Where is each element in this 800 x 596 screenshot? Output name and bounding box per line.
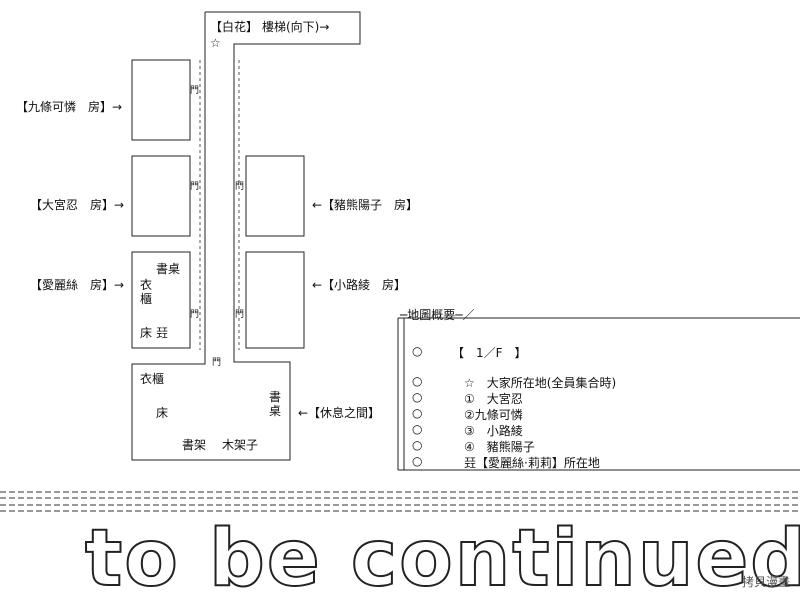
door-lounge: 門 — [212, 358, 222, 368]
doll-stand: 木架子 — [222, 438, 259, 452]
room-alice — [131, 251, 191, 349]
bed-lounge: 床 — [156, 406, 169, 420]
desk-alice: 書桌 — [156, 262, 181, 276]
legend-item-4: ③ 小路綾 — [464, 424, 523, 438]
legend-floor: 【 1／F 】 — [452, 346, 527, 360]
watermark: 拷貝漫畫 — [741, 575, 790, 589]
alice-icon: 㠭 — [156, 326, 169, 340]
room-label-oomiya: 【大宮忍 房】→ — [30, 198, 125, 212]
room-kujou — [131, 59, 191, 141]
room-label-lounge: ←【休息之間】 — [298, 406, 381, 420]
wardrobe-alice: 衣櫃 — [139, 278, 152, 306]
wardrobe-lounge: 衣櫃 — [140, 372, 165, 386]
banner-text: to be continued..? — [85, 514, 800, 596]
door-oomiya: 門 — [190, 182, 200, 192]
room-oomiya — [131, 155, 191, 237]
room-label-kujou: 【九條可憐 房】→ — [16, 100, 123, 114]
door-kujou: 門 — [190, 86, 200, 96]
legend-circle: ○ — [412, 438, 423, 452]
door-inokuma: 門 — [235, 182, 245, 192]
star-icon: ☆ — [210, 36, 221, 50]
room-label-inokuma: ←【豬熊陽子 房】 — [312, 198, 419, 212]
door-komichi: 門 — [235, 310, 245, 320]
desk-lounge: 書桌 — [268, 390, 281, 418]
legend-circle: ○ — [412, 454, 423, 468]
stairs-label: 樓梯(向下)→ — [262, 20, 330, 34]
room-inokuma — [245, 155, 305, 237]
legend-circle: ○ — [412, 344, 423, 358]
legend-item-5: ④ 豬熊陽子 — [464, 440, 535, 454]
bed-alice: 床 — [140, 326, 153, 340]
legend-title: ─地圖概要─／ — [400, 308, 475, 322]
room-label-komichi: ←【小路綾 房】 — [312, 278, 407, 292]
legend-item-6: 㠭【愛麗絲·莉莉】所在地 — [464, 456, 600, 470]
room-komichi — [245, 251, 305, 349]
legend-circle: ○ — [412, 422, 423, 436]
top-room-label: 【白花】 — [210, 20, 259, 34]
legend-circle: ○ — [412, 374, 423, 388]
door-alice: 門 — [190, 310, 200, 320]
bookshelf: 書架 — [182, 438, 207, 452]
room-label-alice: 【愛麗絲 房】→ — [30, 278, 125, 292]
legend-item-3: ②九條可憐 — [464, 408, 523, 422]
legend-item-1: ☆ 大家所在地(全員集合時) — [464, 376, 617, 390]
legend-circle: ○ — [412, 390, 423, 404]
legend-item-2: ① 大宮忍 — [464, 392, 523, 406]
legend-circle: ○ — [412, 406, 423, 420]
